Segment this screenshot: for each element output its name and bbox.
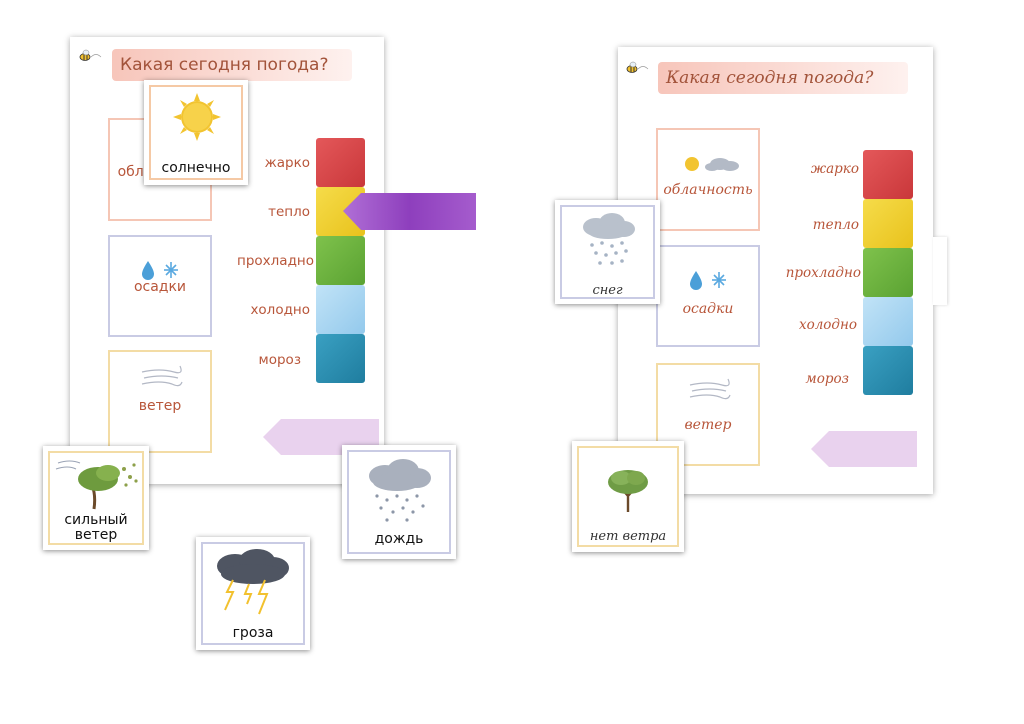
category-cloudiness: облачность	[656, 128, 760, 231]
card-label: дождь	[374, 531, 424, 547]
category-label: ветер	[138, 398, 182, 414]
temp-label-warm: тепло	[268, 204, 310, 220]
card-label: гроза	[232, 625, 274, 641]
temp-label-cool: прохладно	[237, 253, 314, 269]
swatch-frost	[316, 334, 365, 383]
page-title: Какая сегодня погода?	[120, 55, 329, 75]
temp-label-frost: мороз	[805, 371, 849, 387]
thunderstorm-icon	[217, 549, 289, 615]
category-label: облачность	[663, 182, 753, 198]
card-label-line2: ветер	[74, 527, 118, 543]
category-precipitation: осадки	[108, 235, 212, 337]
swatch-cool	[316, 236, 365, 285]
swatch-hot	[863, 150, 913, 199]
temp-label-hot: жарко	[264, 155, 310, 171]
category-label: ветер	[684, 417, 732, 433]
swatch-hot	[316, 138, 365, 187]
swatch-warm	[863, 199, 913, 248]
temperature-pointer-idle[interactable]	[811, 431, 917, 467]
category-label: осадки	[682, 301, 734, 317]
card-label: снег	[592, 283, 623, 298]
swatch-cool	[863, 248, 913, 297]
card-rain[interactable]: дождь	[342, 445, 456, 559]
snow-cloud-icon	[583, 213, 635, 265]
category-wind: ветер	[656, 363, 760, 466]
card-label-line1: сильный	[64, 512, 128, 528]
temp-label-cold: холодно	[250, 302, 310, 318]
wind-icon	[689, 378, 731, 400]
card-label: солнечно	[161, 160, 231, 176]
card-thunderstorm[interactable]: гроза	[196, 537, 310, 650]
category-label: осадки	[133, 279, 187, 295]
bee-logo-icon	[626, 61, 649, 73]
temp-label-frost: мороз	[258, 352, 301, 368]
tree-icon	[608, 470, 648, 512]
card-snow[interactable]: снег	[555, 200, 660, 304]
sun-icon	[173, 93, 221, 141]
pointer-slot	[933, 237, 947, 305]
page-title: Какая сегодня погода?	[666, 68, 874, 88]
card-sunny[interactable]: солнечно	[144, 80, 248, 185]
temp-label-cold: холодно	[798, 317, 857, 333]
wind-icon	[141, 365, 183, 387]
temp-label-hot: жарко	[810, 161, 859, 177]
card-label: нет ветра	[589, 529, 667, 544]
card-no-wind[interactable]: нет ветра	[572, 441, 684, 552]
swatch-cold	[863, 297, 913, 346]
title-banner: Какая сегодня погода?	[112, 49, 352, 81]
temp-label-cool: прохладно	[785, 265, 861, 281]
title-banner: Какая сегодня погода?	[658, 62, 908, 94]
category-wind: ветер	[108, 350, 212, 453]
bee-logo-icon	[79, 49, 102, 61]
temp-label-warm: тепло	[812, 217, 859, 233]
windy-tree-icon	[55, 460, 138, 510]
drop-snowflake-icon	[142, 261, 178, 280]
cloud-sun-icon	[685, 157, 739, 171]
swatch-cold	[316, 285, 365, 334]
right-weather-sheet: Какая сегодня погода? облачность осадки …	[618, 47, 933, 494]
card-strong-wind[interactable]: сильный ветер	[43, 446, 149, 550]
temperature-pointer-active[interactable]	[343, 193, 476, 230]
category-precipitation: осадки	[656, 245, 760, 347]
drop-snowflake-icon	[690, 271, 726, 290]
rain-cloud-icon	[369, 459, 431, 522]
swatch-frost	[863, 346, 913, 395]
